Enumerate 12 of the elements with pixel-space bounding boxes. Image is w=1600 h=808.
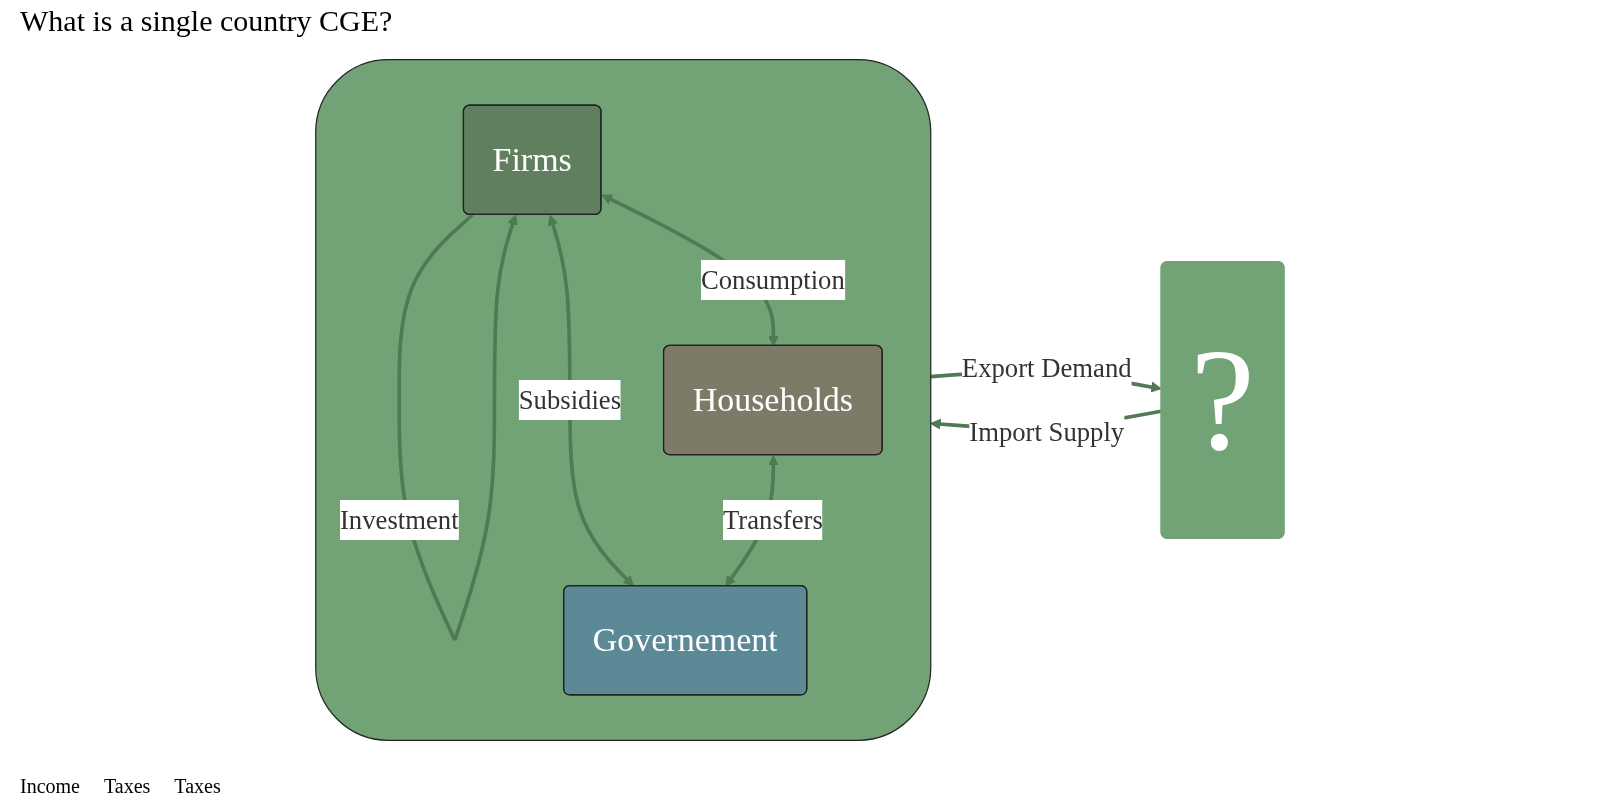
edge-label: Investment <box>340 504 459 536</box>
slide-title: What is a single country CGE? <box>20 4 393 38</box>
edge-label: Import Supply <box>969 416 1125 448</box>
flow-label: Taxes <box>104 775 151 798</box>
flow-label: Taxes <box>174 775 221 798</box>
edge-label: Subsidies <box>518 384 622 416</box>
edge-label: Consumption <box>701 264 845 296</box>
flow-label: Income <box>20 775 80 798</box>
edge-label: Export Demand <box>962 352 1132 384</box>
arrow <box>547 214 635 587</box>
edge-label: Transfers <box>723 504 823 536</box>
cluster <box>315 59 932 741</box>
